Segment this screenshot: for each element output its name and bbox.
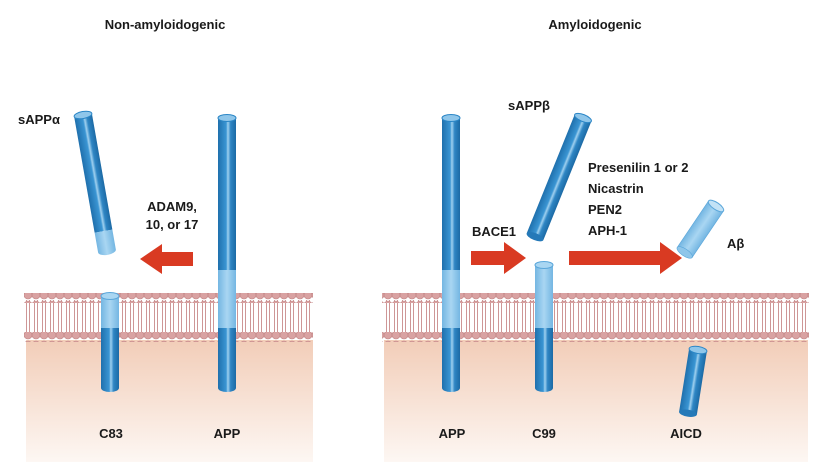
label-c99: C99 xyxy=(532,426,556,441)
abeta-peptide xyxy=(676,199,725,259)
label-pen2: PEN2 xyxy=(588,202,622,217)
arrow-bace1-cleavage xyxy=(471,242,526,274)
label-abeta: Aβ xyxy=(727,236,744,251)
lipid-tails-left-upper xyxy=(26,300,313,318)
c83-protein xyxy=(100,292,120,392)
app-protein-left xyxy=(217,114,237,392)
label-app-left: APP xyxy=(214,426,241,441)
label-app-right: APP xyxy=(439,426,466,441)
lipid-heads-left-inner xyxy=(24,332,313,342)
app-protein-right xyxy=(441,114,461,392)
lipid-heads-left-outer xyxy=(24,293,313,303)
label-nicastrin: Nicastrin xyxy=(588,181,644,196)
lipid-tails-left-lower xyxy=(26,318,313,336)
label-sappb: sAPPβ xyxy=(508,98,550,113)
label-aph1: APH-1 xyxy=(588,223,627,238)
label-c83: C83 xyxy=(99,426,123,441)
lipid-heads-right-outer xyxy=(382,293,809,303)
sappb-fragment xyxy=(526,112,592,242)
aicd-fragment xyxy=(679,345,708,417)
label-sappa: sAPPα xyxy=(18,112,60,127)
lipid-heads-right-inner xyxy=(382,332,809,342)
lipid-tails-right-upper xyxy=(384,300,808,318)
membrane-right xyxy=(382,293,809,462)
label-adam-line1: ADAM9, xyxy=(147,199,197,214)
label-presenilin: Presenilin 1 or 2 xyxy=(588,160,688,175)
panel-title-non-amyloidogenic: Non-amyloidogenic xyxy=(105,17,226,32)
sappa-fragment xyxy=(73,110,116,256)
label-adam-line2: 10, or 17 xyxy=(146,217,199,232)
arrow-gamma-secretase-cleavage xyxy=(569,242,682,274)
panel-title-amyloidogenic: Amyloidogenic xyxy=(548,17,641,32)
label-bace1: BACE1 xyxy=(472,224,516,239)
lipid-tails-right-lower xyxy=(384,318,808,336)
cytoplasm-left xyxy=(26,340,313,462)
c99-protein xyxy=(534,261,554,392)
label-aicd: AICD xyxy=(670,426,702,441)
arrow-adam-cleavage xyxy=(140,244,193,274)
membrane-left xyxy=(24,293,313,462)
